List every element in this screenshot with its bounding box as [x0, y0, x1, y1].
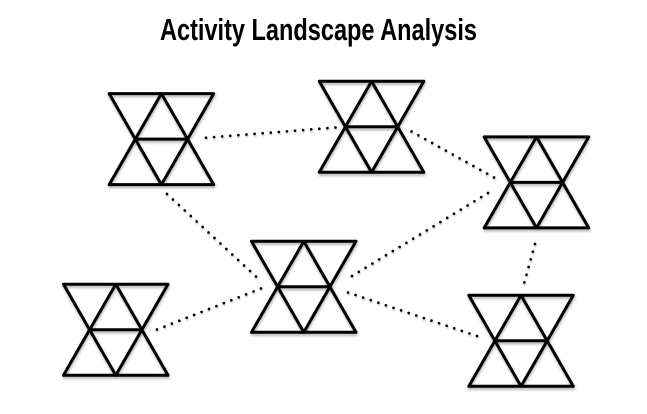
- svg-text:Activity Landscape Analysis: Activity Landscape Analysis: [160, 12, 477, 47]
